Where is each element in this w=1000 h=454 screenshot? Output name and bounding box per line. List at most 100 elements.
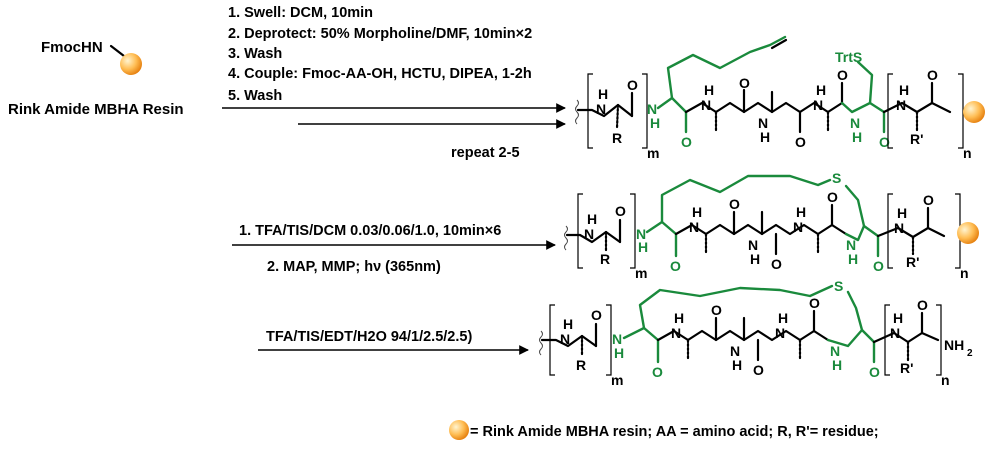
atom-o: O xyxy=(711,302,722,318)
resin-bead-icon xyxy=(449,420,469,440)
atom-h: H xyxy=(587,211,597,227)
bracket-m-left-2 xyxy=(577,193,583,269)
subscript-m-3: m xyxy=(611,372,623,388)
staple-bridge-2a xyxy=(660,174,832,224)
atom-n-green: N xyxy=(647,101,657,117)
atom-o: O xyxy=(729,196,740,212)
fmoc-label: FmocHN xyxy=(41,39,103,56)
atom-n: N xyxy=(890,325,900,341)
atom-o: O xyxy=(591,307,602,323)
backbone-m-1 xyxy=(576,103,634,118)
atom-r: R xyxy=(612,130,622,146)
atom-o-green: O xyxy=(652,364,663,380)
atom-h: H xyxy=(897,205,907,221)
atom-h: H xyxy=(563,316,573,332)
atom-rp: R' xyxy=(910,131,923,147)
step1-conditions: 1. Swell: DCM, 10min 2. Deprotect: 50% M… xyxy=(222,5,566,161)
condition-5: 5. Wash xyxy=(228,88,282,104)
atom-o: O xyxy=(927,67,938,83)
atom-n: N xyxy=(730,343,740,359)
atom-n: N xyxy=(793,219,803,235)
bracket-n-right-1 xyxy=(958,73,964,149)
atom-o-green: O xyxy=(670,258,681,274)
atom-o: O xyxy=(795,134,806,150)
atom-h: H xyxy=(760,129,770,145)
atom-n: N xyxy=(775,325,785,341)
atom-n: N xyxy=(596,101,606,117)
atom-o: O xyxy=(827,189,838,205)
resin-bead-icon xyxy=(120,53,142,75)
atom-h-green: H xyxy=(614,345,624,361)
atom-h: H xyxy=(732,357,742,373)
atom-r: R xyxy=(600,251,610,267)
backbone-alkene-res-3 xyxy=(622,326,660,342)
atom-h-green: H xyxy=(852,129,862,145)
wavy-bond-3 xyxy=(539,330,543,356)
backbone-cys-1 xyxy=(840,101,886,114)
atom-h: H xyxy=(899,82,909,98)
subscript-m-2: m xyxy=(635,265,647,281)
atom-h: H xyxy=(816,82,826,98)
atom-n: N xyxy=(584,226,594,242)
wavy-bond-2 xyxy=(564,225,568,251)
atom-s: S xyxy=(832,170,841,186)
atom-h-green: H xyxy=(638,239,648,255)
atom-o: O xyxy=(917,297,928,313)
atom-r: R xyxy=(576,357,586,373)
subscript-n-1: n xyxy=(963,145,972,161)
backbone-m-2 xyxy=(565,230,622,244)
step3-line1: TFA/TIS/EDT/H2O 94/1/2.5/2.5) xyxy=(266,329,472,345)
step2-conditions: 1. TFA/TIS/DCM 0.03/0.06/1.0, 10min×6 2.… xyxy=(232,223,556,275)
legend-text: = Rink Amide MBHA resin; AA = amino acid… xyxy=(470,424,879,440)
atom-o: O xyxy=(739,75,750,91)
bracket-n-left-3 xyxy=(884,304,890,376)
backbone-alkene-res-2 xyxy=(645,220,678,236)
step3-conditions: TFA/TIS/EDT/H2O 94/1/2.5/2.5) xyxy=(258,329,529,355)
atom-n-green: N xyxy=(830,343,840,359)
legend: = Rink Amide MBHA resin; AA = amino acid… xyxy=(449,420,879,440)
atom-o-green: O xyxy=(869,364,880,380)
stereo-bond-r1 xyxy=(615,103,620,130)
atom-o: O xyxy=(771,256,782,272)
atom-h: H xyxy=(796,204,806,220)
staple-bridge-3a xyxy=(638,284,834,330)
alkene-double-bond xyxy=(770,38,788,50)
atom-s: S xyxy=(834,278,843,294)
condition-3: 3. Wash xyxy=(228,46,282,62)
atom-o: O xyxy=(923,192,934,208)
atom-n: N xyxy=(813,97,823,113)
atom-h-green: H xyxy=(848,251,858,267)
atom-o-green: O xyxy=(681,134,692,150)
atom-n: N xyxy=(671,325,681,341)
atom-n: N xyxy=(896,97,906,113)
atom-n: N xyxy=(894,220,904,236)
backbone-cys-3 xyxy=(826,328,876,348)
atom-o: O xyxy=(753,362,764,378)
backbone-n-1 xyxy=(882,101,952,114)
atom-h: H xyxy=(674,310,684,326)
staple-bridge-3b xyxy=(846,290,864,332)
atom-n: N xyxy=(701,97,711,113)
starting-material: FmocHN Rink Amide MBHA Resin xyxy=(8,39,184,118)
atom-h-green: H xyxy=(650,115,660,131)
atom-o: O xyxy=(627,77,638,93)
atom-n-green: N xyxy=(612,331,622,347)
atom-n: N xyxy=(748,237,758,253)
atom-n: N xyxy=(560,331,570,347)
condition-2: 2. Deprotect: 50% Morpholine/DMF, 10min×… xyxy=(228,26,532,42)
staple-bridge-2b xyxy=(844,184,866,228)
atom-h: H xyxy=(750,251,760,267)
atom-o: O xyxy=(837,67,848,83)
atom-o: O xyxy=(809,295,820,311)
resin-name: Rink Amide MBHA Resin xyxy=(8,101,184,118)
atom-n: N xyxy=(758,115,768,131)
trts-label: TrtS xyxy=(835,49,862,65)
subscript-m-1: m xyxy=(647,145,659,161)
atom-n-green: N xyxy=(636,226,646,242)
peptide-structure-2: m H N R O N H S O H N O N H O H N O N H xyxy=(564,170,979,281)
bracket-m-right-1 xyxy=(642,73,648,149)
peptide-structure-3: m H N R O N H S O H N O N H O H N O N H xyxy=(539,278,973,388)
bracket-n-right-3 xyxy=(936,304,942,376)
resin-bead-icon xyxy=(957,222,979,244)
atom-h: H xyxy=(704,82,714,98)
